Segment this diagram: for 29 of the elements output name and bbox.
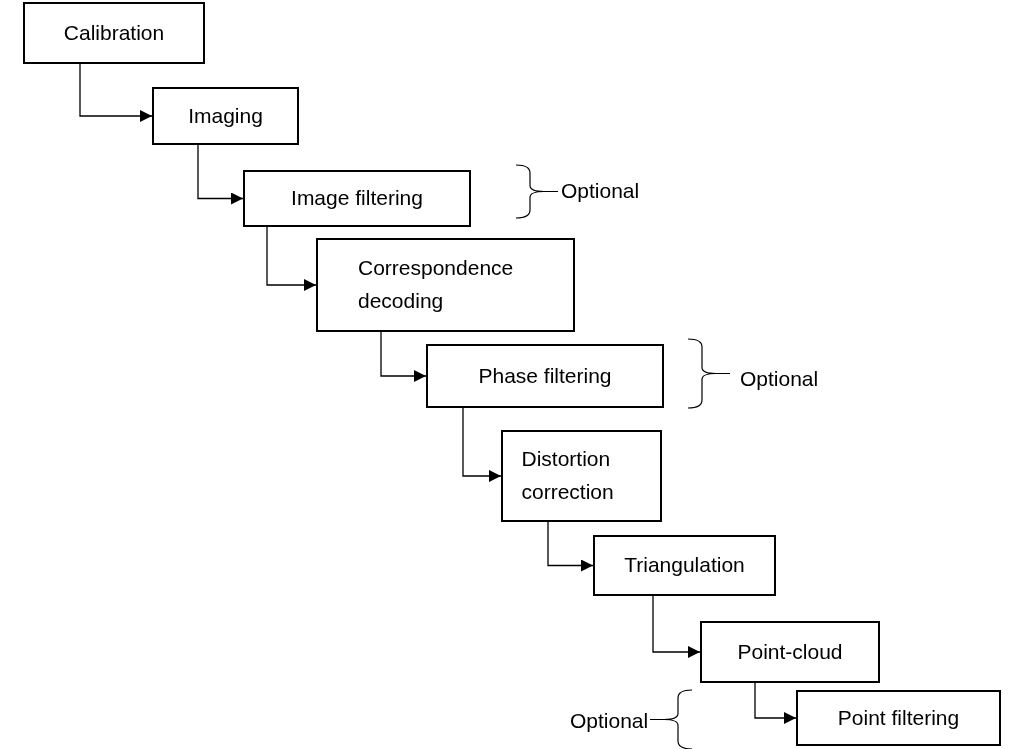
process-box [316, 238, 575, 332]
arrow [462, 407, 502, 482]
step-label: Triangulation [624, 552, 745, 579]
arrow [380, 331, 427, 382]
process-box [23, 2, 205, 64]
arrow [266, 226, 317, 291]
process-box [593, 535, 776, 596]
process-box [243, 170, 471, 227]
step-label: Distortion correction [521, 446, 615, 505]
process-box [700, 621, 880, 683]
note-label: Optional [740, 366, 819, 392]
step-label: Image filtering [291, 185, 423, 212]
arrow [79, 63, 153, 122]
process-box [501, 430, 662, 522]
step-label: Correspondence decoding [358, 255, 515, 314]
note-label: Optional [561, 178, 640, 204]
step-label: Phase filtering [478, 362, 612, 389]
arrow [754, 682, 797, 724]
step-label: Point-cloud [737, 638, 843, 665]
process-box [796, 690, 1001, 746]
process-box [152, 87, 299, 145]
step-label: Calibration [63, 19, 165, 46]
step-label: Imaging [188, 102, 263, 129]
arrow [652, 595, 701, 658]
arrow [547, 521, 594, 572]
step-label: Point filtering [837, 704, 960, 731]
arrow [197, 144, 244, 205]
process-box [426, 344, 664, 408]
note-label: Optional [570, 708, 649, 734]
